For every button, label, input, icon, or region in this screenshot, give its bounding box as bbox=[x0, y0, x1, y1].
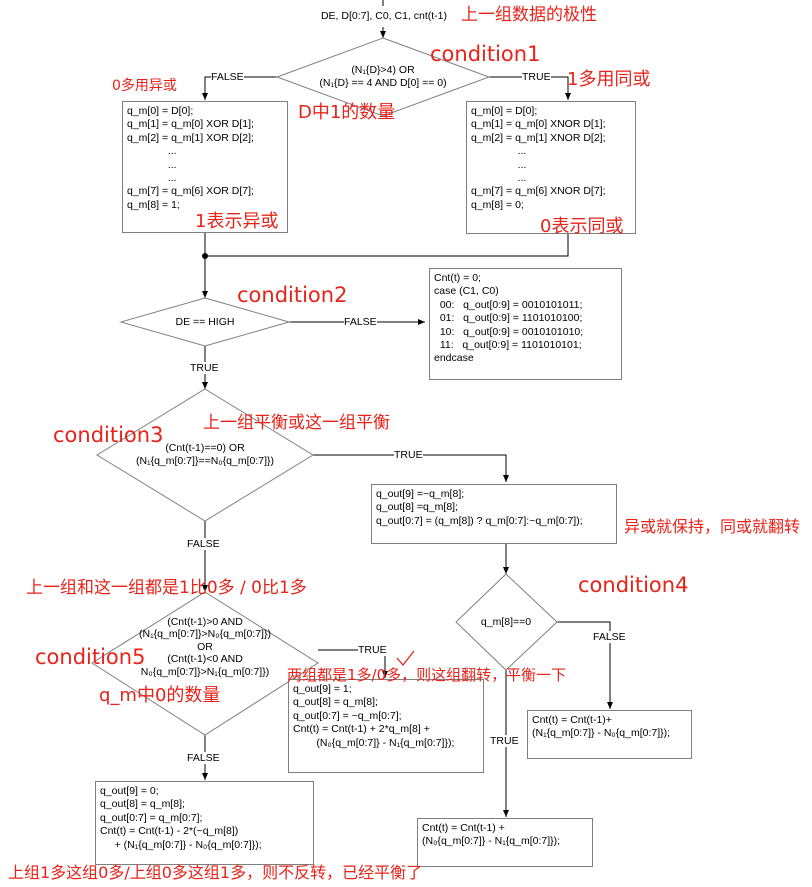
decision-2-text: DE == HIGH bbox=[175, 316, 235, 328]
annotation-d-ones-count: D中1的数量 bbox=[298, 102, 396, 123]
decision-4-text: q_m[8]==0 bbox=[480, 616, 532, 628]
decision-5-line5: N₀{q_m[0:7]}>N₁{q_m[0:7]}) bbox=[140, 665, 270, 678]
annotation-xor-keep-xnor-flip: 异或就保持，同或就翻转 bbox=[624, 517, 801, 536]
annotation-condition5: condition5 bbox=[35, 645, 146, 669]
merge-dot bbox=[202, 253, 208, 259]
d4-false-label: FALSE bbox=[593, 631, 626, 643]
decision-1-line2: (N₁{D} == 4 AND D[0] == 0) bbox=[319, 77, 447, 89]
annotation-no-flip: 上组1多这组0多/上组0多这组1多，则不反转，已经平衡了 bbox=[8, 863, 423, 882]
d5-false-label: FALSE bbox=[187, 752, 220, 764]
annotation-both-flip: 两组都是1多/0多，则这组翻转，平衡一下 bbox=[287, 666, 567, 684]
annotation-both-more: 上一组和这一组都是1比0多 / 0比1多 bbox=[26, 578, 307, 598]
cnt-plus-n1-box: Cnt(t) = Cnt(t-1)+ (N₁{q_m[0:7]} - N₀{q_… bbox=[527, 710, 692, 759]
d3-true-label: TRUE bbox=[394, 449, 423, 461]
check-mark-icon bbox=[396, 650, 415, 667]
d2-true-label: TRUE bbox=[190, 362, 219, 374]
balanced-box: q_out[9] =~q_m[8]; q_out[8] =q_m[8]; q_o… bbox=[371, 484, 617, 544]
decision-2-diamond bbox=[119, 297, 291, 347]
d4-false-arrow bbox=[557, 621, 613, 709]
d5-true-label: TRUE bbox=[358, 644, 387, 656]
no-invert-box: q_out[9] = 0; q_out[8] = q_m[8]; q_out[0… bbox=[95, 781, 314, 865]
d1-false-arrow bbox=[202, 76, 277, 100]
decision-5-line4: (Cnt(t-1)<0 AND bbox=[167, 653, 243, 666]
annotation-one-more-xnor: 1多用同或 bbox=[567, 69, 651, 90]
annotation-zero-more-xor: 0多用异或 bbox=[112, 78, 177, 94]
d3-false-label: FALSE bbox=[187, 538, 220, 550]
decision-1-line1: (N₁{D}>4) OR bbox=[351, 64, 415, 76]
d1-true-arrow bbox=[489, 76, 571, 100]
control-box: Cnt(t) = 0; case (C1, C0) 00: q_out[0:9]… bbox=[429, 268, 622, 380]
decision-1-diamond bbox=[275, 37, 491, 117]
invert-box: q_out[9] = 1; q_out[8] = q_m[8]; q_out[0… bbox=[288, 679, 484, 773]
decision-3-line2: (N₁{q_m[0:7]}==N₀{q_m[0:7]}) bbox=[135, 455, 275, 467]
d4-true-label: TRUE bbox=[490, 735, 519, 747]
d1-false-label: FALSE bbox=[211, 71, 244, 83]
annotation-one-means-xor: 1表示异或 bbox=[195, 211, 279, 232]
decision-4-diamond bbox=[455, 573, 558, 671]
xnor-box: q_m[0] = D[0]; q_m[1] = q_m[0] XNOR D[1]… bbox=[466, 101, 636, 234]
decision-3-line1: (Cnt(t-1)==0) OR bbox=[165, 442, 245, 454]
annotation-prev-polarity: 上一组数据的极性 bbox=[461, 5, 597, 25]
annotation-condition2: condition2 bbox=[237, 283, 348, 307]
cnt-plus-n0-box: Cnt(t) = Cnt(t-1) + (N₀{q_m[0:7]} - N₁{q… bbox=[417, 818, 593, 867]
decision-5-line3: OR bbox=[197, 640, 213, 653]
d3-true-arrow bbox=[313, 454, 509, 482]
decision-5-text: (Cnt(t-1)>0 AND (N₁{q_m[0:7]}>N₀{q_m[0:7… bbox=[105, 616, 305, 678]
annotation-prev-or-current-balanced: 上一组平衡或这一组平衡 bbox=[203, 413, 390, 433]
decision-5-diamond bbox=[91, 591, 319, 736]
d2-false-label: FALSE bbox=[344, 316, 377, 328]
annotation-condition1: condition1 bbox=[430, 42, 541, 66]
xor-box: q_m[0] = D[0]; q_m[1] = q_m[0] XOR D[1];… bbox=[122, 101, 288, 233]
decision-5-line2: (N₁{q_m[0:7]}>N₀{q_m[0:7]}) bbox=[139, 628, 271, 641]
merge-line bbox=[205, 234, 569, 257]
d1-true-label: TRUE bbox=[522, 71, 551, 83]
decision-3-text: (Cnt(t-1)==0) OR (N₁{q_m[0:7]}==N₀{q_m[0… bbox=[105, 442, 305, 468]
decision-1-text: (N₁{D}>4) OR (N₁{D} == 4 AND D[0] == 0) bbox=[283, 64, 483, 90]
annotation-condition4: condition4 bbox=[578, 573, 689, 597]
annotation-zero-means-xnor: 0表示同或 bbox=[540, 216, 624, 237]
decision-3-diamond bbox=[96, 388, 314, 522]
input-label: DE, D[0:7], C0, C1, cnt(t-1) bbox=[320, 10, 448, 22]
annotation-qm-zero-count: q_m中0的数量 bbox=[99, 685, 221, 706]
annotation-condition3: condition3 bbox=[53, 423, 164, 447]
decision-5-line1: (Cnt(t-1)>0 AND bbox=[167, 616, 243, 628]
